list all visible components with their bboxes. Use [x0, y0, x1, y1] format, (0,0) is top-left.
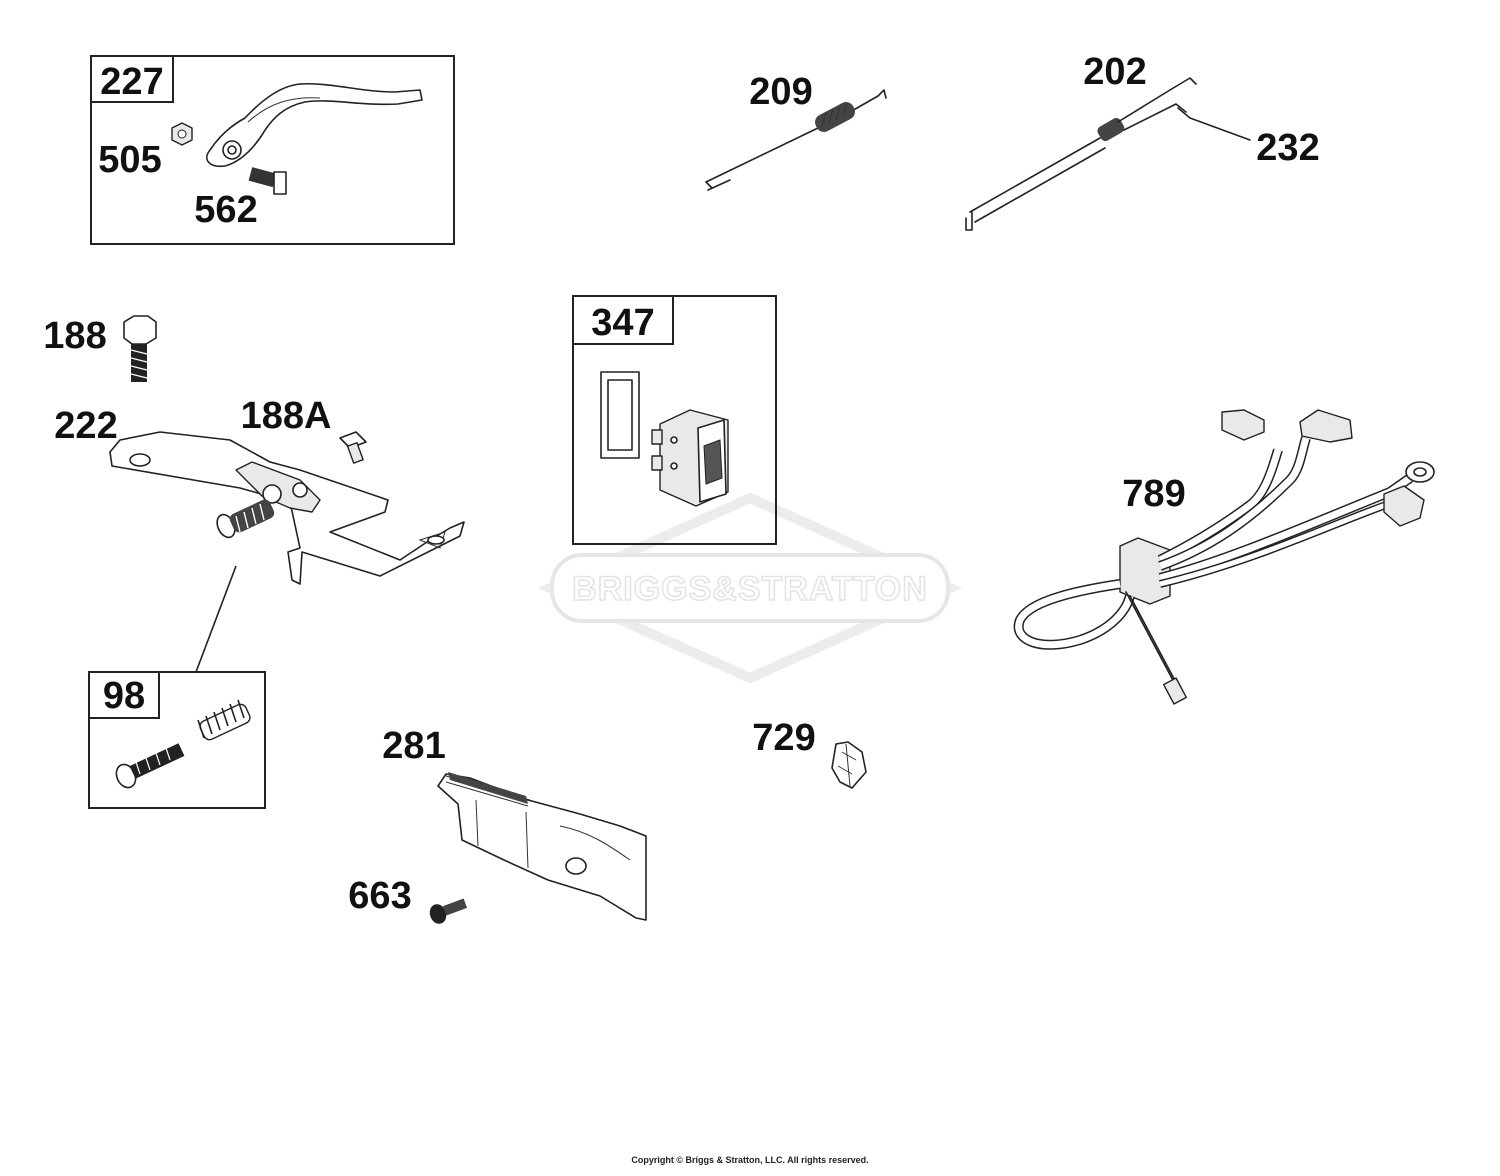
screw-188a	[339, 431, 367, 464]
part-group-729[interactable]: 729	[752, 717, 867, 789]
spring-98	[197, 699, 251, 741]
label-505: 505	[98, 139, 161, 181]
part-group-347[interactable]: 347	[572, 295, 777, 545]
label-347: 347	[591, 302, 654, 344]
part-group-222[interactable]: 222 188A	[54, 395, 465, 673]
part-group-188[interactable]: 188	[43, 315, 157, 382]
part-group-209[interactable]: 209	[705, 71, 887, 191]
label-789: 789	[1122, 473, 1185, 515]
part-group-227[interactable]: 227 505 562	[90, 55, 455, 245]
part-group-281[interactable]: 281	[382, 725, 647, 921]
leader-98	[195, 565, 237, 673]
spring-209	[815, 102, 855, 132]
label-222: 222	[54, 405, 117, 447]
part-group-789[interactable]: 789	[1013, 409, 1435, 705]
label-98: 98	[103, 675, 145, 717]
label-188a: 188A	[241, 395, 332, 437]
part-box-347-tab	[572, 295, 674, 345]
label-202: 202	[1083, 51, 1146, 93]
part-group-98[interactable]: 98	[88, 671, 266, 809]
part-group-202[interactable]: 202 232	[965, 51, 1320, 231]
rocker-switch	[651, 409, 729, 507]
watermark-brand-text: BRIGGS&STRATTON	[572, 570, 928, 608]
label-227: 227	[100, 61, 163, 103]
label-729: 729	[752, 717, 815, 759]
label-562: 562	[194, 189, 257, 231]
bracket-222	[109, 431, 465, 585]
spring-screw-222	[216, 499, 275, 539]
part-box-98-tab	[88, 671, 160, 719]
copyright-footer: Copyright © Briggs & Stratton, LLC. All …	[631, 1155, 868, 1165]
rod-202	[969, 137, 1106, 223]
screw-98	[115, 743, 185, 789]
bolt-188-head	[123, 315, 157, 345]
label-232: 232	[1256, 127, 1319, 169]
part-box-98	[88, 671, 266, 809]
part-group-663[interactable]: 663	[348, 875, 468, 926]
label-281: 281	[382, 725, 445, 767]
label-209: 209	[749, 71, 812, 113]
part-box-227-tab	[90, 55, 174, 103]
leader-232	[1177, 107, 1251, 141]
label-188: 188	[43, 315, 106, 357]
screw-663	[429, 898, 468, 924]
part-box-227	[90, 55, 455, 245]
label-663: 663	[348, 875, 411, 917]
part-box-347	[572, 295, 777, 545]
lever-227	[206, 82, 423, 168]
brand-watermark: BRIGGS&STRATTON	[537, 492, 963, 684]
link-rod-209	[705, 89, 887, 189]
spring-202	[1097, 117, 1125, 142]
cover-281	[437, 773, 647, 921]
bolt-562	[248, 167, 277, 188]
wiring-harness-789	[1013, 409, 1435, 705]
clip-729	[831, 741, 867, 789]
